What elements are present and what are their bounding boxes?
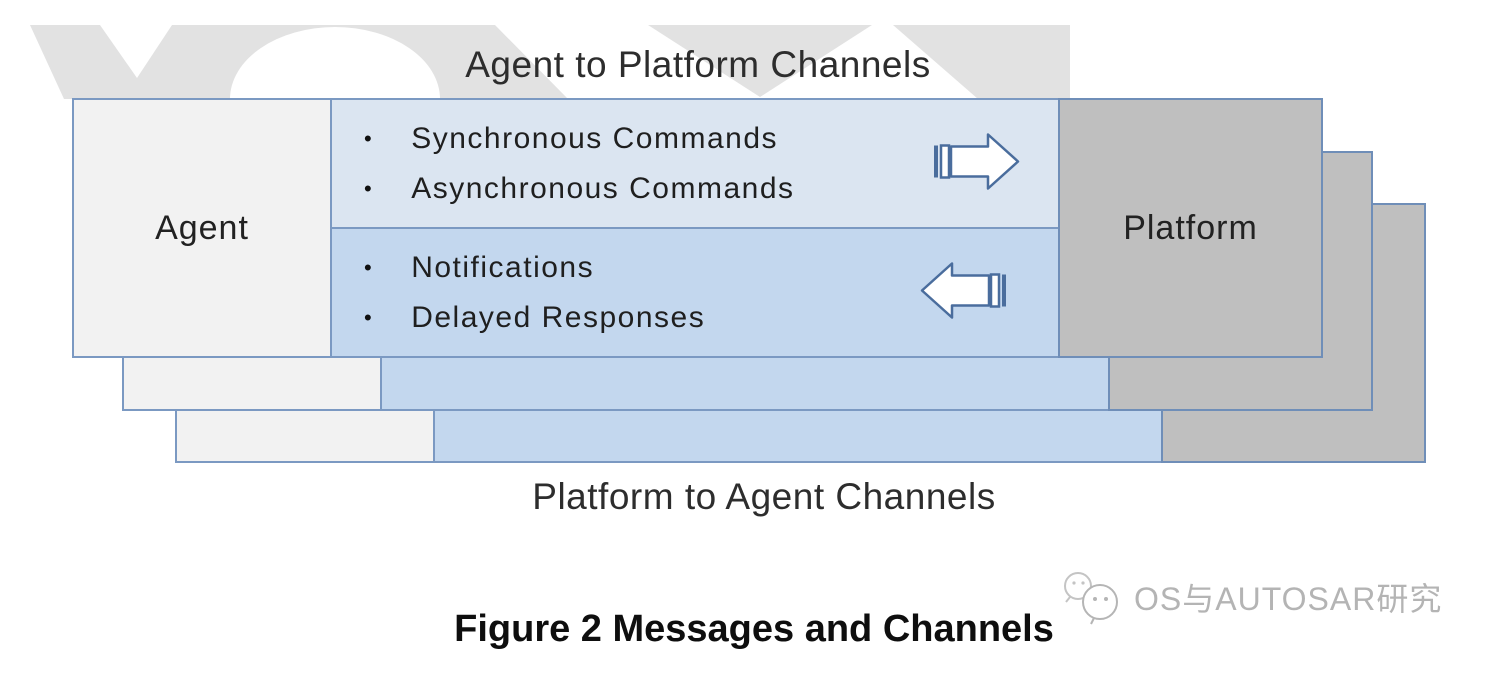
brand-watermark: OS与AUTOSAR研究 bbox=[1058, 566, 1442, 628]
list-item: • Delayed Responses bbox=[364, 301, 1058, 335]
striped-left-arrow-icon bbox=[920, 255, 1008, 330]
bullet-icon: • bbox=[364, 125, 374, 151]
brand-watermark-text: OS与AUTOSAR研究 bbox=[1134, 581, 1443, 617]
agent-to-platform-label: Agent to Platform Channels bbox=[465, 44, 931, 85]
channel-message-type: Notifications bbox=[411, 250, 595, 284]
list-item: • Asynchronous Commands bbox=[364, 172, 1058, 206]
list-item: • Notifications bbox=[364, 251, 1058, 285]
list-item: • Synchronous Commands bbox=[364, 122, 1058, 156]
channel-message-type: Synchronous Commands bbox=[411, 121, 779, 155]
agent-box-label: Agent bbox=[155, 208, 249, 247]
platform-to-agent-label: Platform to Agent Channels bbox=[532, 476, 996, 517]
figure-caption: Figure 2 Messages and Channels bbox=[454, 608, 1054, 650]
platform-box: Platform bbox=[1058, 98, 1323, 358]
platform-box-label: Platform bbox=[1123, 208, 1258, 247]
platform-to-agent-channel: • Notifications • Delayed Responses bbox=[332, 229, 1058, 356]
bullet-icon: • bbox=[364, 304, 374, 330]
channel-band: • Synchronous Commands • Asynchronous Co… bbox=[332, 98, 1058, 358]
background-watermark-shapes bbox=[30, 25, 1070, 99]
bullet-icon: • bbox=[364, 175, 374, 201]
agent-to-platform-channel: • Synchronous Commands • Asynchronous Co… bbox=[332, 100, 1058, 229]
channel-message-type: Delayed Responses bbox=[411, 300, 706, 334]
bullet-icon: • bbox=[364, 254, 374, 280]
channel-message-type: Asynchronous Commands bbox=[411, 171, 795, 205]
striped-right-arrow-icon bbox=[932, 126, 1020, 201]
wechat-bubbles-icon bbox=[1064, 572, 1118, 625]
stacked-channel-layer-front: Agent • Synchronous Commands • Asynchron… bbox=[72, 98, 1323, 358]
agent-box: Agent bbox=[72, 98, 332, 358]
